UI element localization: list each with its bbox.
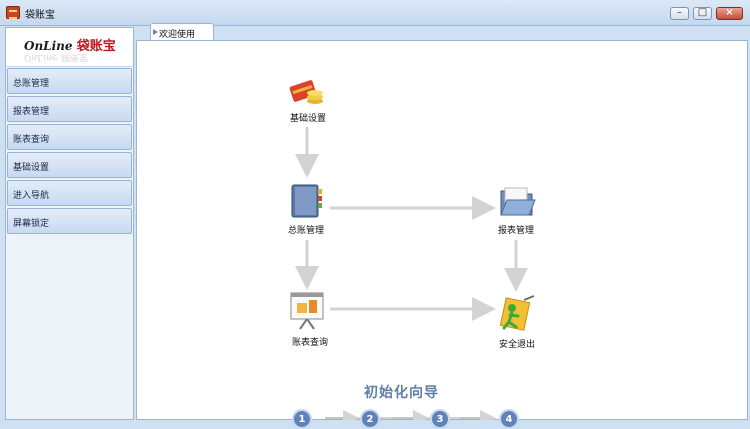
app-icon <box>6 6 20 19</box>
reports-label[interactable]: 报表管理 <box>498 226 535 236</box>
exit-label[interactable]: 安全退出 <box>499 340 536 350</box>
wizard-title: 初始化向导 <box>364 385 439 401</box>
window-title: 袋账宝 <box>25 10 55 21</box>
query-label[interactable]: 账表查询 <box>292 338 329 348</box>
maximize-button[interactable]: □ <box>693 7 712 20</box>
coins-card-icon[interactable] <box>289 79 327 110</box>
sidebar-item-query[interactable]: 账表查询 <box>7 124 132 150</box>
wizard-step-4[interactable]: 4 <box>499 409 519 429</box>
tab-welcome[interactable]: 欢迎使用 <box>150 23 214 40</box>
sidebar-item-reports[interactable]: 报表管理 <box>7 96 132 122</box>
logo-text: OnLine 袋账宝 <box>24 39 116 54</box>
ledger-book-icon[interactable] <box>289 183 325 222</box>
close-icon: × <box>725 7 734 18</box>
close-button[interactable]: × <box>716 7 743 20</box>
sidebar: OnLine 袋账宝 OnLine 袋账宝 总账管理 报表管理 账表查询 基础设… <box>5 27 134 420</box>
welcome-pane <box>136 40 748 420</box>
folder-icon[interactable] <box>498 183 536 222</box>
content-area: 欢迎使用 <box>136 23 748 420</box>
basic-settings-label[interactable]: 基础设置 <box>290 114 327 124</box>
sidebar-item-lock-screen[interactable]: 屏幕锁定 <box>7 208 132 234</box>
sidebar-item-navigation[interactable]: 进入导航 <box>7 180 132 206</box>
wizard-step-2[interactable]: 2 <box>360 409 380 429</box>
presentation-board-icon[interactable] <box>289 291 325 334</box>
ledger-label[interactable]: 总账管理 <box>288 226 325 236</box>
exit-person-icon[interactable] <box>494 294 538 337</box>
flow-arrows <box>295 127 528 420</box>
wizard-step-3[interactable]: 3 <box>430 409 450 429</box>
brand-logo: OnLine 袋账宝 OnLine 袋账宝 <box>6 28 133 67</box>
minimize-button[interactable]: – <box>670 7 689 20</box>
wizard-step-1[interactable]: 1 <box>292 409 312 429</box>
sidebar-item-basic-settings[interactable]: 基础设置 <box>7 152 132 178</box>
maximize-icon: □ <box>697 7 708 18</box>
sidebar-item-ledger[interactable]: 总账管理 <box>7 68 132 94</box>
minimize-icon: – <box>677 7 682 18</box>
tab-indicator-icon <box>153 29 158 35</box>
title-bar: 袋账宝 – □ × <box>0 0 750 26</box>
